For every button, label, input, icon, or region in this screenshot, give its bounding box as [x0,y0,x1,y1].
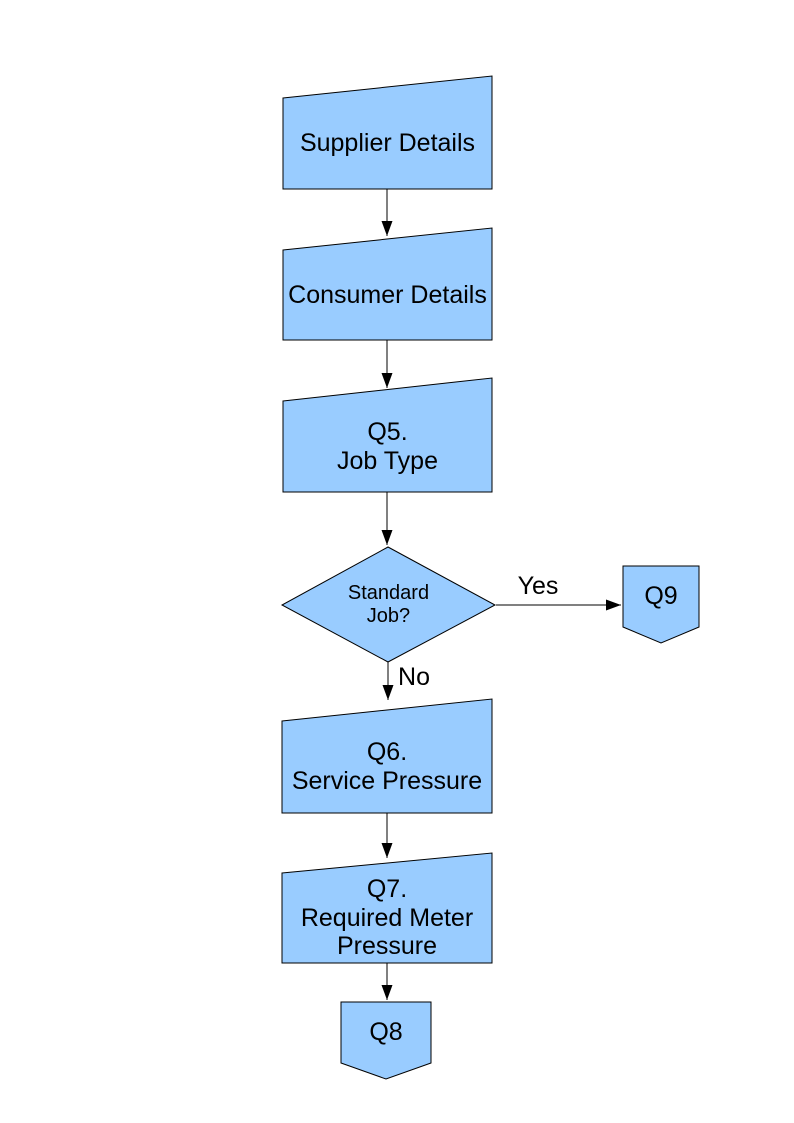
q7-required-meter-pressure-node [281,852,493,964]
q9-offpage-connector-node [622,565,700,644]
consumer-details-node [282,227,493,341]
supplier-details-node [282,75,493,190]
q6-service-pressure-node [281,698,493,814]
q8-offpage-connector-node [340,1001,432,1080]
standard-job-decision-node [280,546,497,663]
q5-job-type-node [282,377,493,493]
